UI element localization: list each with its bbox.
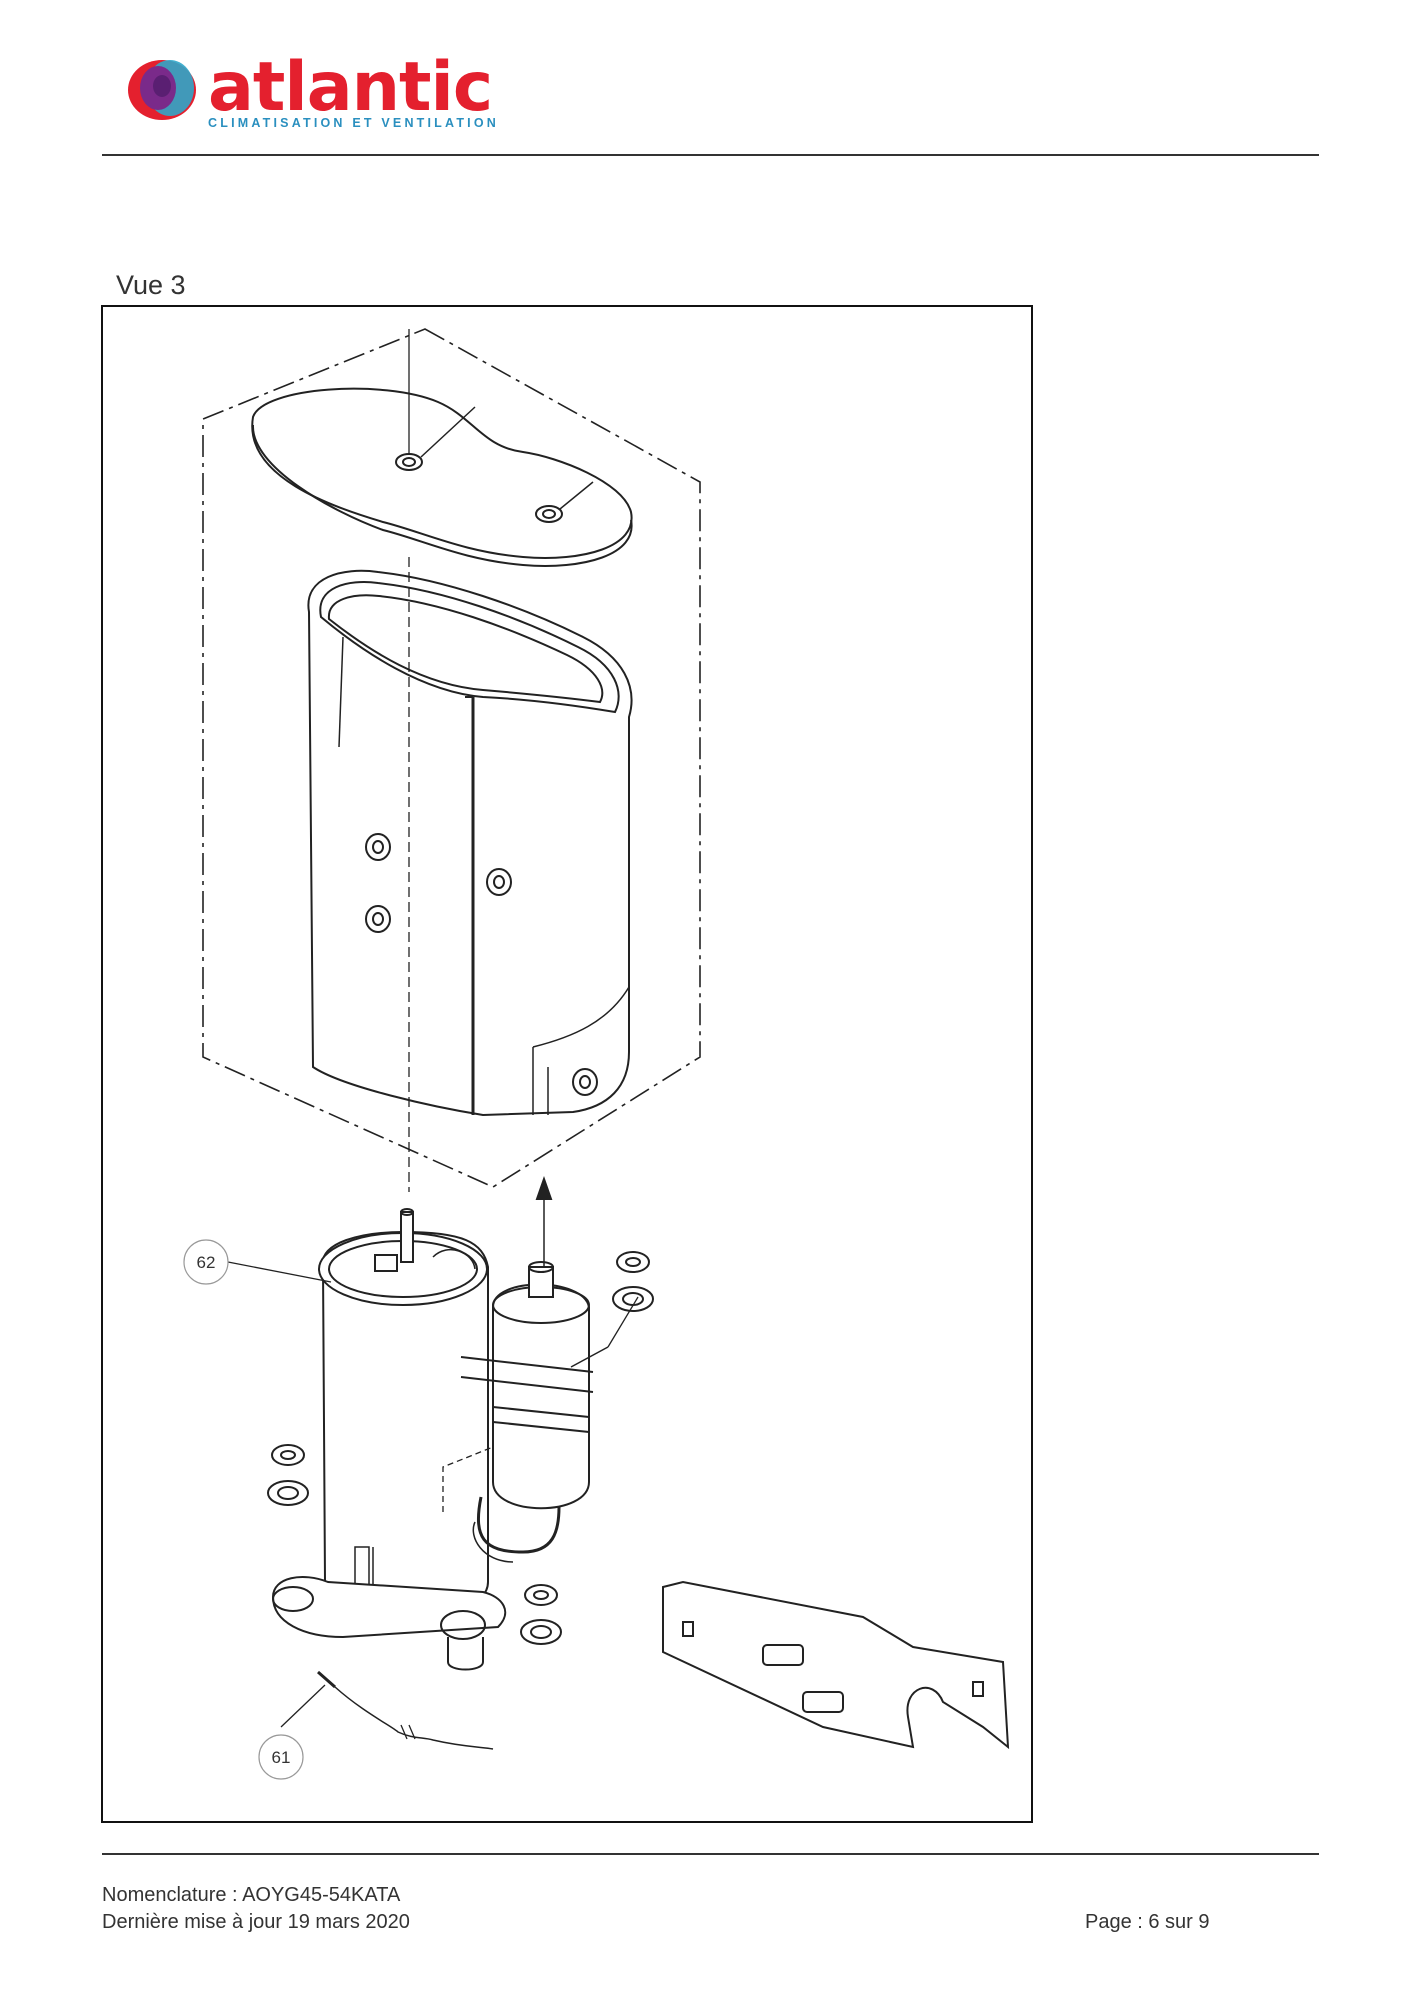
- atlantic-logo: atlantic CLIMATISATION ET VENTILATION: [118, 40, 498, 140]
- footer-divider: [102, 1853, 1319, 1855]
- footer-last-updated: Dernière mise à jour 19 mars 2020: [102, 1911, 410, 1933]
- top-cover-plate: [251, 387, 633, 567]
- insulation-jacket: [307, 569, 633, 1117]
- accumulator: [442, 1261, 639, 1563]
- callout-61: 61: [258, 1734, 304, 1780]
- footer-nomenclature: Nomenclature : AOYG45-54KATA: [102, 1884, 401, 1906]
- temperature-sensor-lead: [317, 1670, 494, 1750]
- view-title: Vue 3: [116, 270, 186, 300]
- callout-62-label: 62: [197, 1253, 216, 1272]
- exploded-view-frame: 62 61: [101, 305, 1033, 1823]
- header-divider: [102, 154, 1319, 156]
- compressor: [271, 1208, 507, 1671]
- atlantic-logo-icon: [128, 60, 196, 120]
- callout-61-label: 61: [272, 1748, 291, 1767]
- jacket-grommets: [365, 833, 598, 1096]
- mounting-nuts-washers: [267, 1251, 654, 1645]
- callout-62: 62: [183, 1239, 229, 1285]
- brand-name: atlantic: [208, 48, 493, 127]
- mounting-bracket: [662, 1580, 1010, 1750]
- exploded-view-drawing: 62 61: [183, 328, 1010, 1780]
- brand-tagline: CLIMATISATION ET VENTILATION: [208, 116, 499, 130]
- assembly-boundary: [202, 328, 701, 1188]
- footer-page-number: Page : 6 sur 9: [1085, 1911, 1210, 1933]
